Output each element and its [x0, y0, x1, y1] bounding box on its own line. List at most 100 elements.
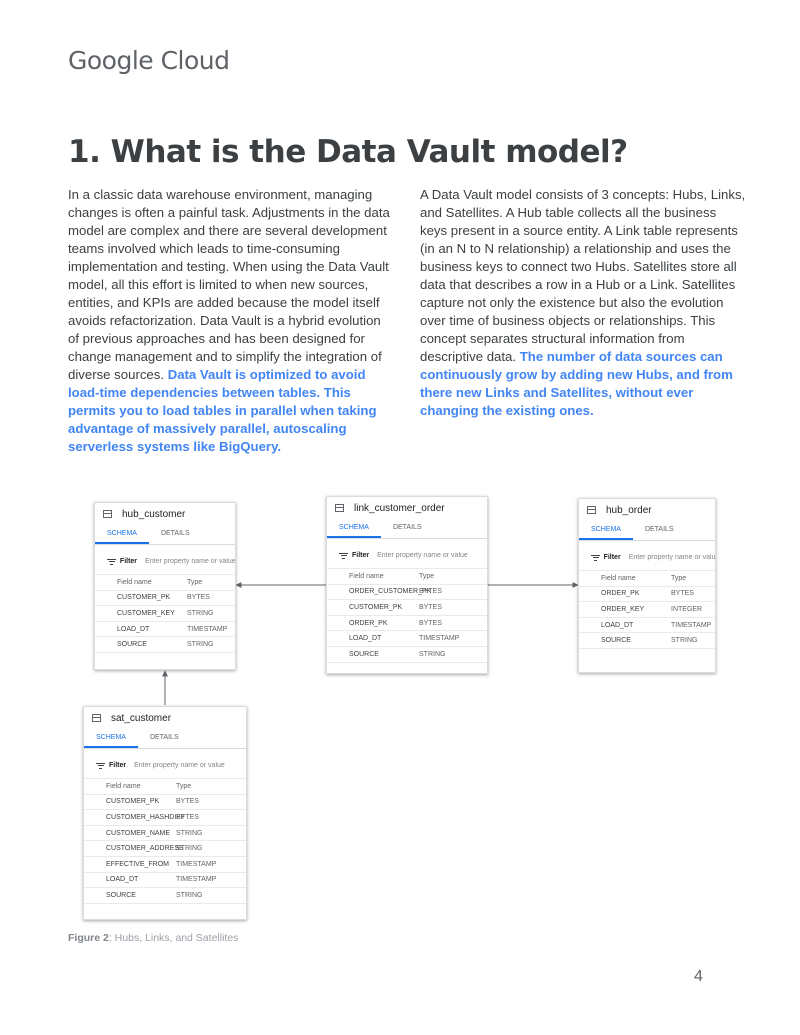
table-name: sat_customer: [111, 712, 172, 724]
filter-icon: [107, 558, 116, 565]
field-name: CUSTOMER_PK: [106, 798, 160, 806]
tab-schema[interactable]: SCHEMA: [84, 729, 138, 748]
table-icon: [335, 504, 344, 512]
filter-icon: [591, 554, 600, 561]
field-name: SOURCE: [601, 637, 631, 645]
field-type: BYTES: [176, 813, 199, 821]
left-column-highlight: Data Vault is optimized to avoid load-ti…: [68, 367, 377, 454]
tab-schema[interactable]: SCHEMA: [95, 525, 149, 544]
filter-icon: [96, 762, 105, 769]
field-type: INTEGER: [671, 605, 703, 613]
table-icon: [103, 510, 112, 518]
table-header: link_customer_order: [327, 497, 487, 519]
tab-details[interactable]: DETAILS: [160, 530, 190, 537]
col-type: Type: [671, 574, 687, 582]
field-name: ORDER_CUSTOMER_PK: [349, 588, 432, 596]
tab-details[interactable]: DETAILS: [392, 524, 422, 531]
left-column-text: In a classic data warehouse environment,…: [68, 187, 390, 382]
col-type: Type: [176, 782, 192, 790]
table-header: hub_order: [579, 499, 715, 521]
field-name: LOAD_DT: [601, 621, 634, 629]
field-type: STRING: [176, 829, 203, 837]
table-row: CUSTOMER_KEY STRING: [95, 606, 235, 622]
table-row: ORDER_KEY INTEGER: [579, 602, 715, 618]
right-column-text: A Data Vault model consists of 3 concept…: [420, 187, 746, 364]
field-type: TIMESTAMP: [419, 635, 460, 643]
field-type: BYTES: [419, 588, 442, 596]
table-name: hub_order: [606, 504, 652, 516]
field-name: CUSTOMER_ADDRESS: [106, 845, 184, 853]
tab-details[interactable]: DETAILS: [149, 734, 179, 741]
col-field-name: Field name: [349, 572, 384, 580]
field-name: ORDER_PK: [349, 619, 388, 627]
col-type: Type: [187, 578, 203, 586]
tab-schema[interactable]: SCHEMA: [579, 521, 633, 540]
table-row: EFFECTIVE_FROM TIMESTAMP: [84, 857, 246, 873]
field-name: EFFECTIVE_FROM: [106, 860, 170, 868]
table-tabs: SCHEMA DETAILS: [84, 729, 246, 749]
figure-caption-label: Figure 2: [68, 932, 109, 944]
field-name: CUSTOMER_NAME: [106, 829, 171, 837]
filter-input[interactable]: Enter property name or value: [377, 552, 468, 559]
field-name: SOURCE: [117, 641, 147, 649]
filter-input[interactable]: Enter property name or value: [145, 558, 235, 565]
field-name: CUSTOMER_PK: [349, 603, 403, 611]
table-row: SOURCE STRING: [579, 633, 715, 649]
table-header: hub_customer: [95, 503, 235, 525]
field-name: SOURCE: [106, 891, 136, 899]
col-field-name: Field name: [106, 782, 141, 790]
field-type: STRING: [671, 637, 698, 645]
filter-bar[interactable]: Filter Enter property name or value: [327, 543, 487, 569]
table-row: LOAD_DT TIMESTAMP: [84, 873, 246, 889]
table-row: CUSTOMER_NAME STRING: [84, 826, 246, 842]
page-number: 4: [694, 968, 703, 985]
field-name: CUSTOMER_HASHDIFF: [106, 813, 185, 821]
right-column-highlight: The number of data sources can continuou…: [420, 349, 733, 418]
table-row: CUSTOMER_PK BYTES: [327, 600, 487, 616]
table-tabs: SCHEMA DETAILS: [95, 525, 235, 545]
col-type: Type: [419, 572, 435, 580]
figure-caption: Figure 2: Hubs, Links, and Satellites: [68, 932, 238, 944]
table-row: CUSTOMER_PK BYTES: [84, 795, 246, 811]
table-header: sat_customer: [84, 707, 246, 729]
col-field-name: Field name: [601, 574, 636, 582]
field-type: BYTES: [176, 798, 199, 806]
table-tabs: SCHEMA DETAILS: [579, 521, 715, 541]
field-type: BYTES: [419, 603, 442, 611]
table-name: hub_customer: [122, 508, 186, 520]
field-name: CUSTOMER_KEY: [117, 609, 175, 617]
filter-input[interactable]: Enter property name or value: [628, 554, 715, 561]
filter-label: Filter: [352, 552, 370, 559]
field-type: TIMESTAMP: [176, 876, 217, 884]
filter-input[interactable]: Enter property name or value: [134, 762, 225, 769]
field-name: ORDER_KEY: [601, 605, 645, 613]
filter-icon: [339, 552, 348, 559]
table-name: link_customer_order: [354, 502, 445, 514]
field-name: CUSTOMER_PK: [117, 594, 171, 602]
column-header-row: Field name Type: [84, 779, 246, 795]
tab-details[interactable]: DETAILS: [644, 526, 674, 533]
tab-schema[interactable]: SCHEMA: [327, 519, 381, 538]
field-type: STRING: [187, 609, 214, 617]
table-tabs: SCHEMA DETAILS: [327, 519, 487, 539]
left-column-paragraph: In a classic data warehouse environment,…: [68, 186, 390, 456]
field-type: TIMESTAMP: [176, 860, 217, 868]
table-row: LOAD_DT TIMESTAMP: [327, 631, 487, 647]
field-name: LOAD_DT: [106, 876, 139, 884]
field-name: LOAD_DT: [349, 635, 382, 643]
